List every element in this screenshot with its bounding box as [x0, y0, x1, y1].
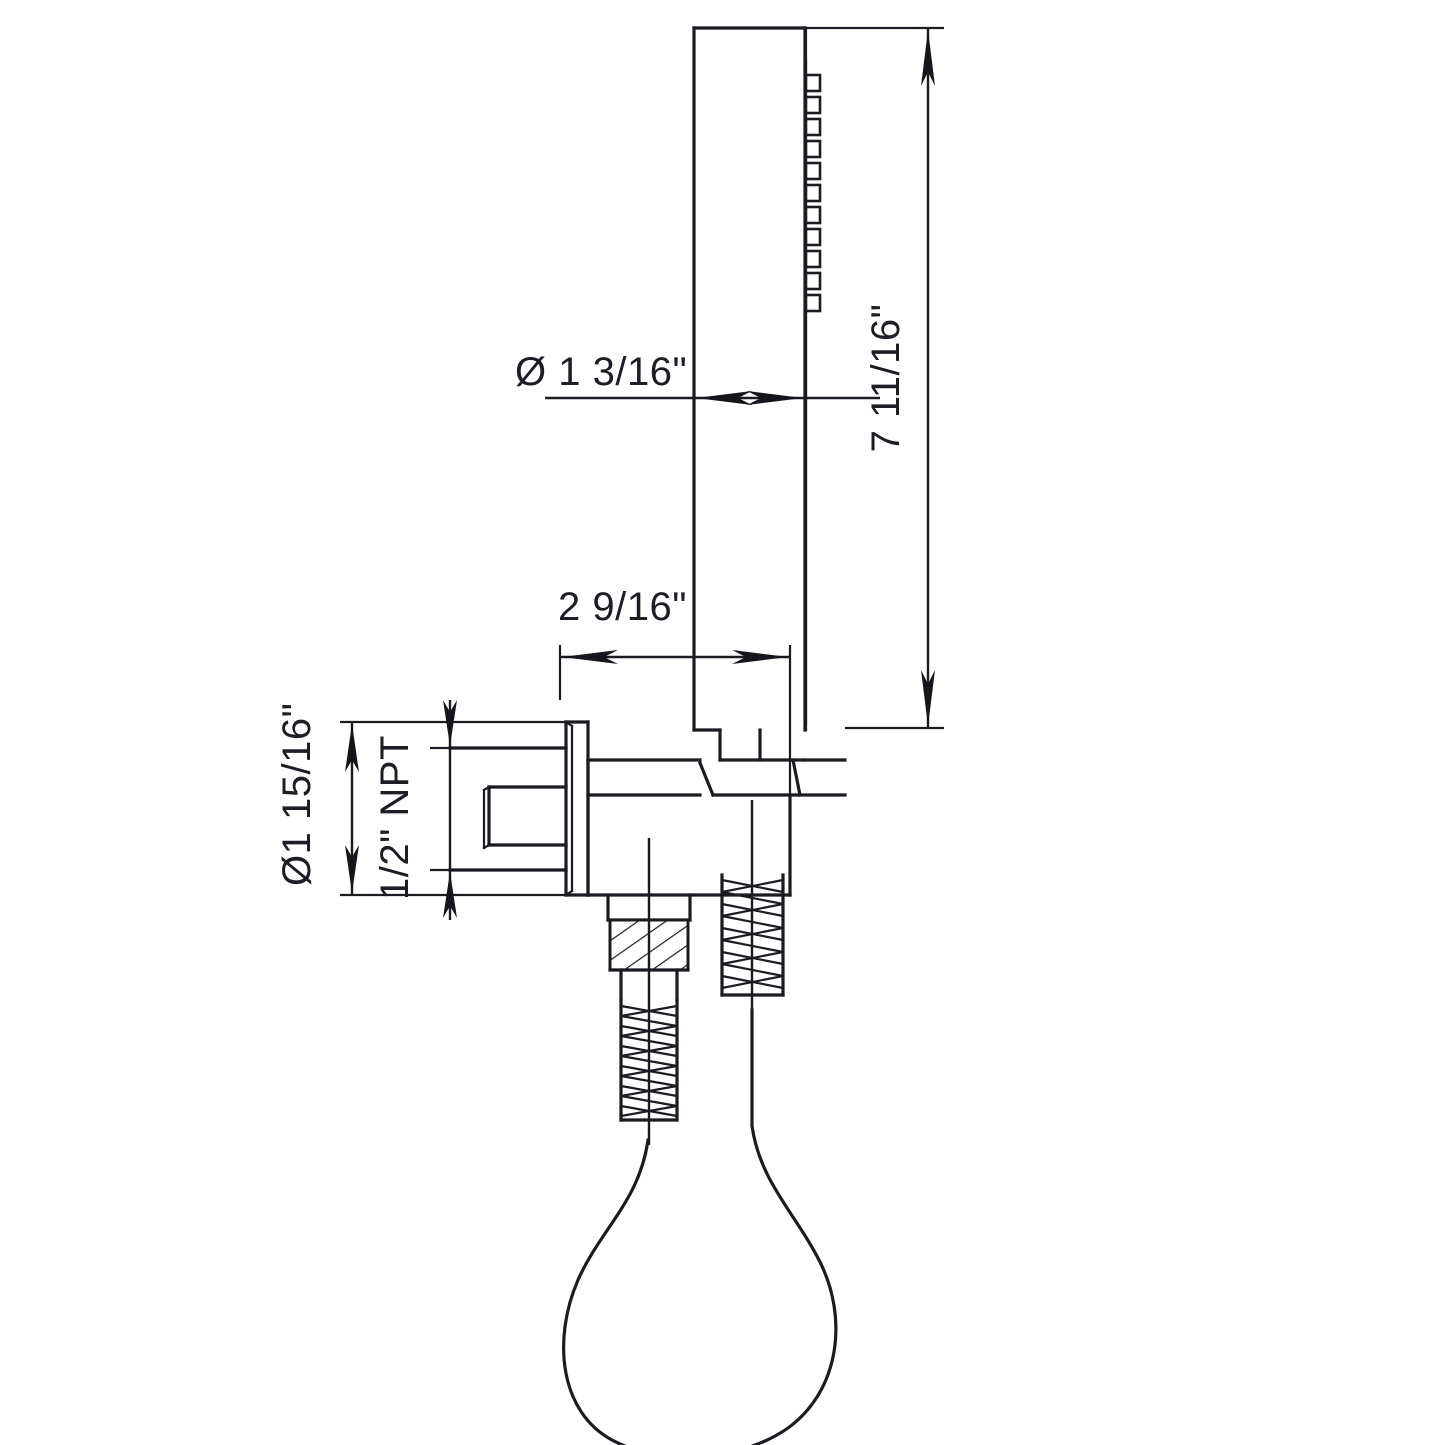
nozzle-hole	[804, 293, 822, 313]
dim-label-flange-diameter: Ø1 15/16"	[275, 703, 319, 886]
nozzle-hole	[804, 73, 822, 93]
dim-arrow-bracket-right	[732, 650, 788, 664]
dim-label-inlet-thread: 1/2" NPT	[373, 735, 417, 900]
dim-arrow-flange-top	[345, 724, 359, 772]
hose-loop-outline	[562, 1008, 838, 1445]
threaded-hose-connector	[720, 800, 785, 1010]
nozzle-hole	[804, 161, 822, 181]
nozzle-hole	[804, 249, 822, 269]
dim-label-bracket-projection: 2 9/16"	[558, 585, 687, 629]
dim-label-wand-diameter: Ø 1 3/16"	[515, 350, 687, 394]
bracket-neck-taper	[791, 758, 802, 797]
dim-arrow-top	[921, 30, 935, 86]
nozzle-hole	[804, 227, 822, 247]
dimension-wand-diameter: Ø 1 3/16"	[515, 350, 880, 405]
dim-arrow-npt-bottom	[443, 872, 457, 918]
cradle-angled-edge	[697, 760, 716, 798]
dim-arrow-diameter-left	[696, 391, 752, 405]
dim-arrow-bottom	[921, 670, 935, 726]
dim-label-wand-length: 7 11/16"	[864, 304, 908, 453]
dim-arrow-npt-top	[443, 700, 457, 746]
knurled-hose-fitting	[606, 838, 692, 1145]
nozzle-hole	[804, 271, 822, 291]
dimension-bracket-projection: 2 9/16"	[558, 585, 792, 795]
flange-bevel-top	[564, 720, 574, 728]
nozzle-hole	[804, 205, 822, 225]
flange-bevel-bottom	[564, 889, 574, 897]
nozzle-hole	[804, 95, 822, 115]
flexible-shower-hose	[562, 1008, 838, 1445]
wand-nozzle-group	[804, 73, 822, 313]
dimension-wand-length: 7 11/16"	[805, 26, 944, 730]
dim-arrow-bracket-left	[562, 650, 618, 664]
nozzle-hole	[804, 183, 822, 203]
dimension-flange-diameter: Ø1 15/16"	[275, 703, 566, 897]
nozzle-hole	[804, 139, 822, 159]
dim-arrow-flange-bottom	[345, 845, 359, 893]
nozzle-hole	[804, 117, 822, 137]
inlet-bore-bevel-bottom	[482, 843, 491, 850]
hand-shower-wand	[692, 26, 822, 732]
dimension-inlet-thread: 1/2" NPT	[373, 700, 489, 920]
dim-arrow-diameter-right	[747, 391, 803, 405]
